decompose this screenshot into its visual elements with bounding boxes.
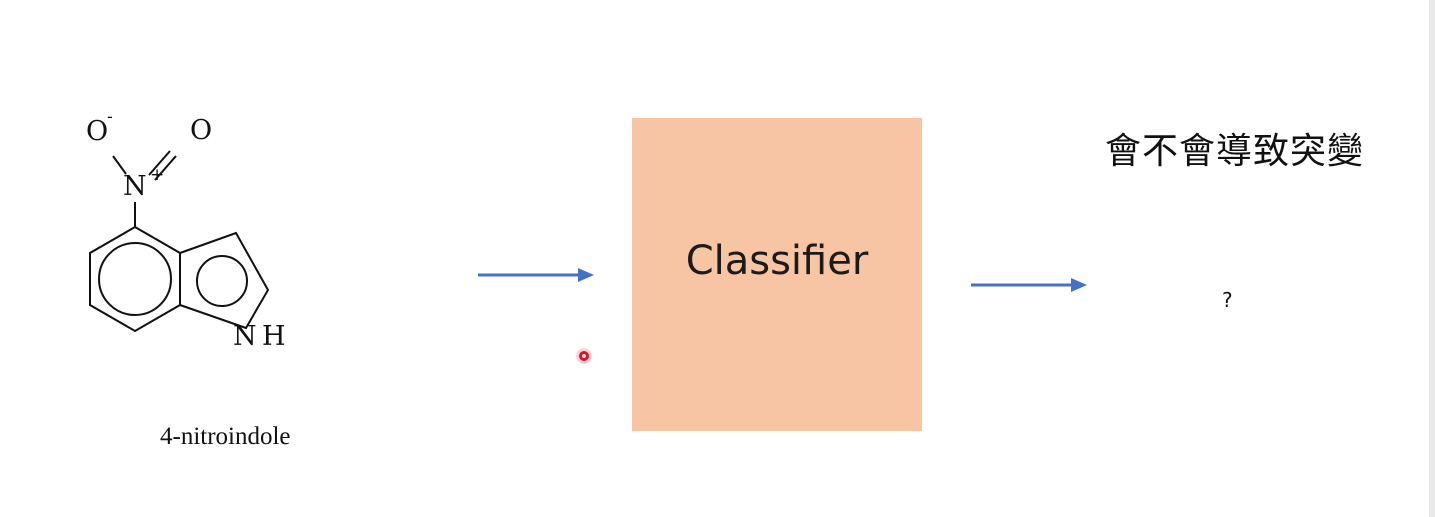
atom-nh-n: N (233, 321, 257, 352)
classifier-label: Classifier (685, 237, 869, 284)
pyrrole-aromatic-circle (196, 255, 248, 307)
atom-o-double: O (190, 115, 212, 146)
output-arrow (971, 278, 1087, 292)
atom-nh-h: H (262, 321, 286, 352)
n-o-double-bond-1 (148, 150, 171, 176)
n-o-single-bond (112, 155, 127, 175)
molecule-structure: O - O N + N H (70, 100, 310, 360)
output-question: 會不會導致突變 (1105, 131, 1365, 172)
classifier-box: Classifier (632, 118, 922, 431)
laser-pointer-dot-icon (576, 348, 592, 364)
molecule-name: 4-nitroindole (160, 423, 291, 450)
output-arrow-head (1071, 278, 1087, 292)
input-arrow (478, 268, 594, 282)
charge-plus: + (150, 165, 164, 185)
atom-n-plus: N (123, 171, 147, 202)
molecule-bonds (89, 150, 270, 333)
window-edge (1429, 0, 1435, 517)
pyrrole-ring (179, 231, 270, 330)
benzene-aromatic-circle (98, 242, 172, 316)
atom-o-minus: O (86, 116, 108, 147)
molecule-diagram: O - O N + N H (86, 107, 286, 352)
input-arrow-head (578, 268, 594, 282)
charge-minus: - (107, 107, 113, 127)
output-result: ? (1222, 288, 1233, 312)
n-o-double-bond-2 (154, 155, 177, 181)
